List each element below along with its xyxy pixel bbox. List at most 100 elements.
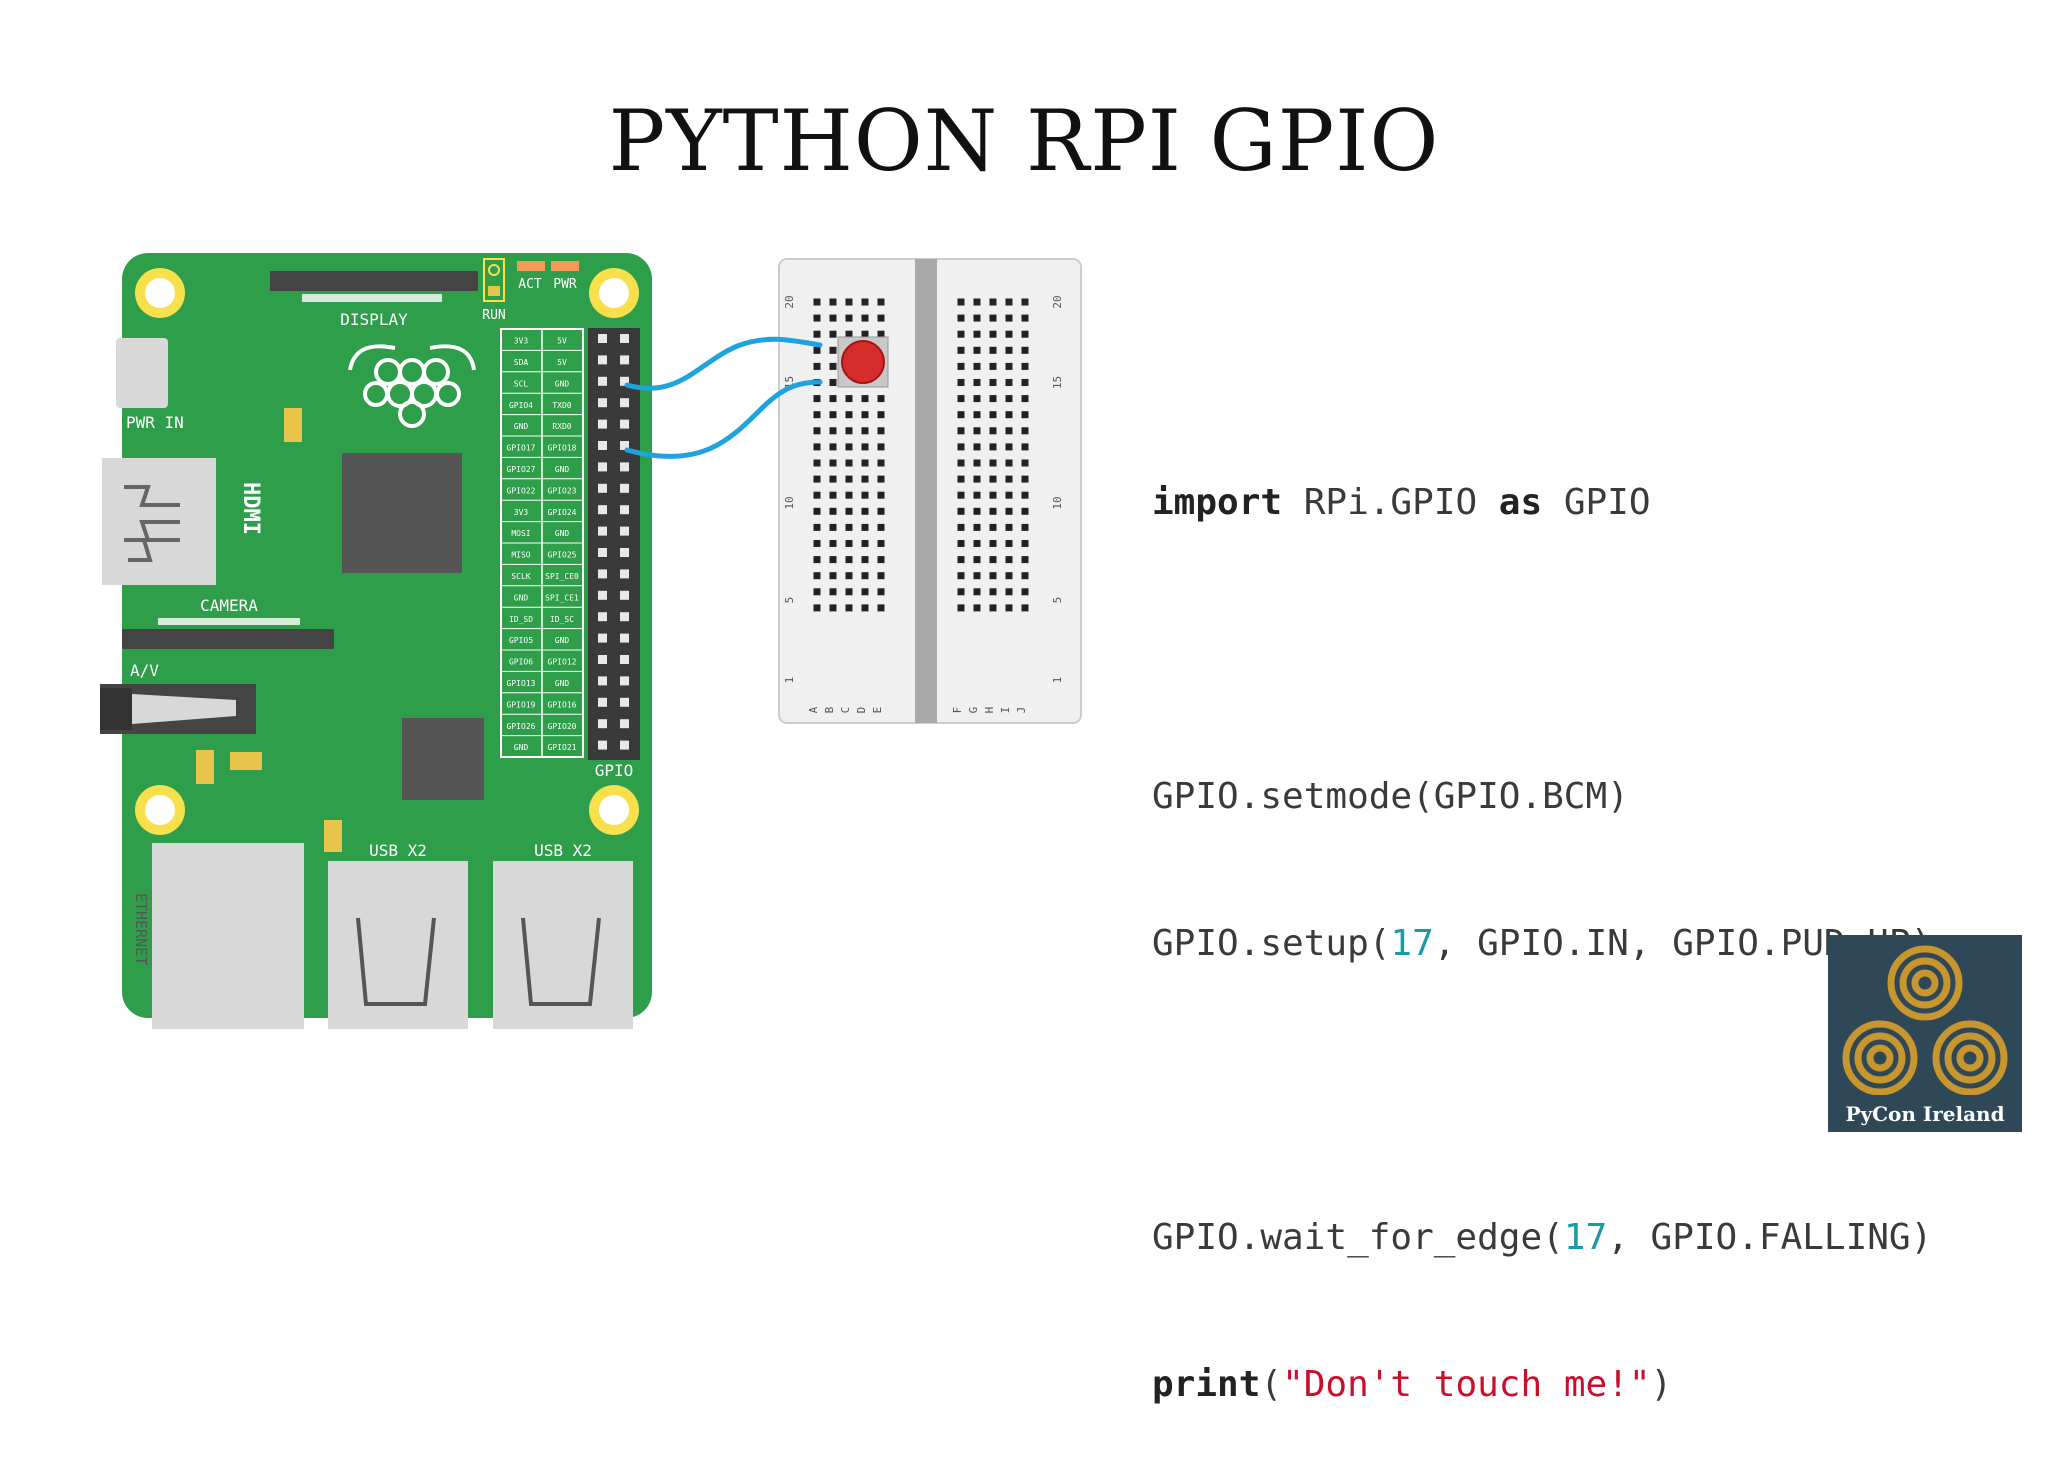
code-text: GPIO: [1542, 482, 1651, 523]
breadboard-hole: [813, 314, 821, 322]
breadboard-hole: [989, 362, 997, 370]
breadboard-hole: [813, 411, 821, 419]
breadboard-hole: [973, 379, 981, 386]
pin-label: ID_SD: [509, 615, 533, 624]
breadboard-hole: [861, 540, 869, 547]
page-title: PYTHON RPI GPIO: [608, 92, 1440, 190]
breadboard-hole: [845, 427, 853, 435]
breadboard-hole: [829, 443, 837, 451]
breadboard-hole: [829, 475, 837, 483]
breadboard-hole: [877, 507, 885, 515]
breadboard-hole: [957, 298, 965, 306]
breadboard-hole: [877, 427, 885, 435]
pycon-ireland-logo: PyCon Ireland: [1828, 935, 2022, 1132]
header-pin: [598, 376, 607, 386]
code-keyword: import: [1152, 482, 1283, 523]
breadboard-hole: [1005, 556, 1013, 564]
breadboard-hole: [845, 507, 853, 515]
pin-label: GND: [514, 593, 529, 602]
breadboard-hole: [813, 330, 821, 338]
pin-label: SCLK: [511, 572, 530, 581]
breadboard-hole: [877, 475, 885, 483]
usb-port-1: [328, 861, 468, 1029]
breadboard-hole: [829, 588, 837, 596]
code-string: "Don't touch me!": [1282, 1364, 1651, 1405]
breadboard-hole: [813, 523, 821, 531]
header-pin: [620, 548, 629, 557]
pin-label: 3V3: [514, 337, 529, 346]
pin-label: GPIO20: [548, 722, 577, 731]
breadboard-hole: [989, 443, 997, 451]
breadboard-hole: [829, 346, 837, 354]
breadboard-hole: [1005, 411, 1013, 419]
camera-label: CAMERA: [200, 596, 258, 615]
breadboard-row-number: 10: [1051, 496, 1064, 509]
breadboard-hole: [1005, 346, 1013, 354]
display-label: DISPLAY: [340, 310, 408, 329]
breadboard-hole: [877, 459, 885, 467]
breadboard-hole: [989, 395, 997, 403]
breadboard-hole: [1005, 379, 1013, 386]
breadboard-row-number: 1: [783, 677, 796, 684]
pin-label: TXD0: [552, 401, 571, 410]
breadboard-hole: [957, 507, 965, 515]
header-pin: [620, 526, 629, 536]
breadboard-row-number: 1: [1051, 677, 1064, 684]
gpio-label: GPIO: [595, 761, 634, 780]
breadboard-hole: [829, 459, 837, 467]
breadboard-hole: [845, 330, 853, 338]
header-pin: [620, 441, 629, 450]
breadboard-column-letter: I: [999, 707, 1012, 714]
camera-connector: [122, 629, 334, 649]
breadboard-hole: [989, 475, 997, 483]
breadboard-hole: [829, 314, 837, 322]
code-text: GPIO.wait_for_edge(: [1152, 1217, 1564, 1258]
breadboard-hole: [861, 459, 869, 467]
breadboard-hole: [845, 523, 853, 531]
header-pin: [620, 740, 629, 750]
breadboard-hole: [845, 298, 853, 306]
breadboard-hole: [989, 379, 997, 386]
pin-label: SDA: [514, 358, 529, 367]
header-pin: [598, 334, 607, 343]
wire-gpio17: [624, 336, 823, 391]
jumper-wires: [624, 336, 823, 459]
header-pin: [598, 441, 607, 450]
act-led: [517, 261, 545, 271]
pin-label: GPIO27: [507, 465, 536, 474]
breadboard-hole: [861, 556, 869, 564]
breadboard-hole: [1021, 459, 1029, 467]
pin-label: GPIO12: [548, 658, 577, 667]
code-text: , GPIO.FALLING): [1607, 1217, 1933, 1258]
breadboard-hole: [989, 427, 997, 435]
breadboard-hole: [1021, 523, 1029, 531]
breadboard-hole: [813, 507, 821, 515]
breadboard-column-letter: C: [839, 707, 852, 714]
pin-label: MOSI: [511, 529, 530, 538]
breadboard-row-number: 20: [1051, 295, 1064, 308]
breadboard-hole: [957, 475, 965, 483]
pin-label: 5V: [557, 337, 567, 346]
breadboard-hole: [813, 459, 821, 467]
breadboard-hole: [973, 540, 981, 547]
usb-controller-chip: [402, 718, 484, 800]
breadboard-hole: [957, 314, 965, 322]
header-pin: [598, 612, 607, 622]
av-label: A/V: [130, 661, 159, 680]
breadboard-hole: [813, 475, 821, 483]
header-pin: [598, 355, 607, 365]
pin-label: GPIO26: [507, 722, 536, 731]
breadboard-hole: [877, 395, 885, 403]
power-in-label: PWR IN: [126, 413, 184, 432]
breadboard-hole: [861, 330, 869, 338]
breadboard-hole: [989, 346, 997, 354]
triskele-icon: [1842, 945, 2008, 1096]
breadboard-hole: [973, 556, 981, 564]
breadboard-hole: [957, 556, 965, 564]
breadboard-hole: [861, 588, 869, 596]
header-pin: [598, 655, 607, 664]
breadboard-hole: [1021, 540, 1029, 547]
header-pin: [598, 483, 607, 493]
gpio-header: [588, 328, 640, 760]
